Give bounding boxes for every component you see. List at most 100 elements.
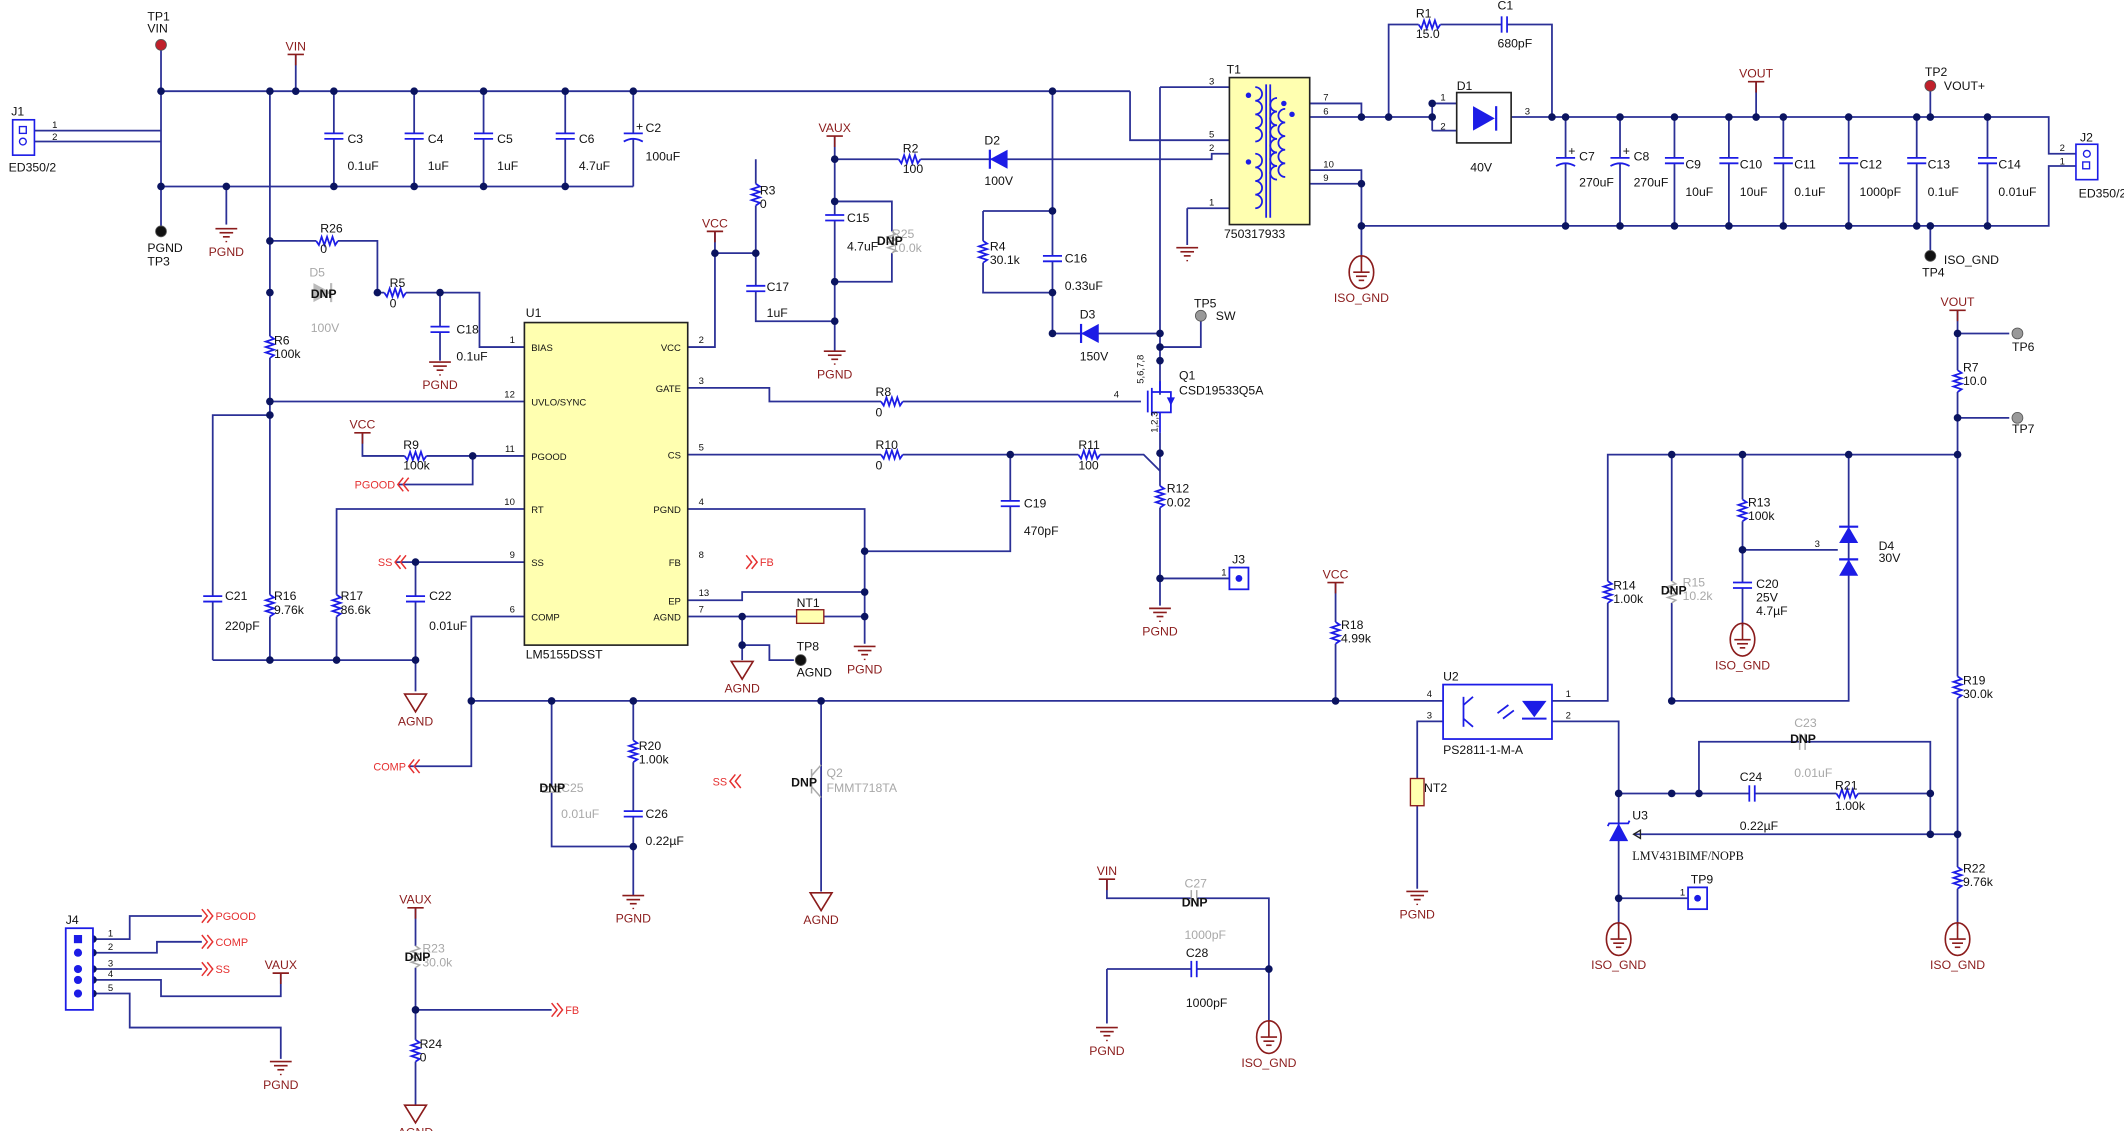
ref-label: C19 (1024, 497, 1047, 511)
value-label: 4.7µF (1756, 604, 1788, 618)
vaux-power-flag: VAUX (399, 893, 432, 919)
value-label: 0.1uF (1928, 185, 1959, 199)
value-label: 0 (876, 459, 883, 473)
value-label: 10.0 (1963, 374, 1987, 388)
ref-label: U2 (1443, 670, 1459, 684)
ref-label: R1 (1416, 7, 1432, 21)
capacitor-c24: C24 (1740, 770, 1762, 802)
pin-number: 1 (510, 335, 515, 346)
test-point-tp6[interactable]: TP6 (2011, 327, 2035, 354)
comp-offpage-connector[interactable]: COMP (373, 758, 421, 774)
junction-dot (373, 288, 382, 297)
pgnd-ground-symbol: PGND (422, 361, 458, 392)
junction-dot (1953, 414, 1962, 422)
value-label: 10.2k (1683, 589, 1714, 603)
pgood-offpage-connector[interactable]: PGOOD (355, 477, 410, 492)
ref-label: TP3 (147, 254, 170, 268)
junction-dot (1614, 894, 1623, 903)
pgnd-label: PGND (263, 1078, 299, 1092)
wire (1051, 91, 1160, 335)
value-label: 220pF (225, 619, 260, 633)
test-point-tp7[interactable]: TP7 (2011, 411, 2035, 436)
junction-dot (1725, 113, 1733, 121)
junction-dot (1561, 113, 1570, 121)
pgnd-ground-symbol: PGND (209, 227, 244, 259)
fb-offpage-connector[interactable]: FB (745, 554, 774, 570)
value-label: 1000pF (1184, 928, 1226, 942)
value-label: 30.0k (1963, 687, 1994, 701)
pin-number: 1 (52, 120, 57, 131)
vin-power-flag: VIN (1097, 864, 1117, 891)
resistor-r3: R30 (748, 183, 776, 211)
value-label: 1uF (428, 159, 449, 173)
pgood-offpage-connector[interactable]: PGOOD (201, 908, 256, 924)
ss-offpage-connector[interactable]: SS (378, 554, 407, 570)
junction-dot (1667, 697, 1676, 705)
ref-label: J4 (66, 913, 79, 927)
junction-dot (561, 182, 570, 191)
value-label: 100k (403, 459, 430, 473)
iso-gnd-label: ISO_GND (1241, 1056, 1296, 1070)
junction-dot (266, 656, 274, 664)
ref-label: TP5 (1194, 297, 1217, 311)
iso-gnd-earth-symbol: ISO_GND (1715, 622, 1770, 673)
agnd-label: AGND (398, 1125, 434, 1131)
ref-label: R13 (1748, 495, 1771, 509)
junction-dot (330, 87, 338, 95)
wire (397, 455, 474, 486)
junction-dot (1953, 830, 1962, 839)
pin-number: 3 (1427, 711, 1432, 722)
pin-number: 1,2,3 (1149, 412, 1160, 433)
pin-name: COMP (531, 613, 560, 624)
dnp-label: DNP (1661, 584, 1687, 598)
iso-gnd-earth-symbol: ISO_GND (1591, 921, 1646, 972)
agnd-label: AGND (398, 714, 434, 728)
pin-number: 11 (505, 444, 515, 455)
polarity-mark: + (636, 120, 643, 134)
comp-offpage-connector[interactable]: COMP (201, 934, 248, 950)
fb-offpage-connector[interactable]: FB (551, 1002, 580, 1018)
pin-number: 5 (108, 983, 113, 994)
iso-gnd-label: ISO_GND (1334, 291, 1389, 305)
value-label: SW (1216, 309, 1236, 323)
pgnd-ground-symbol: PGND (263, 1060, 299, 1092)
pin-name: CS (668, 451, 681, 462)
pin-number: 13 (699, 588, 710, 599)
vaux-net-label: VAUX (819, 121, 851, 135)
junction-dot (711, 249, 719, 257)
ss-offpage-label: SS (215, 964, 230, 976)
junction-dot (1156, 574, 1164, 583)
wire (1698, 740, 1932, 835)
value-label: 1.00k (1835, 799, 1866, 813)
ss-offpage-label: SS (378, 557, 393, 569)
vout-power-flag: VOUT (1941, 295, 1975, 322)
iso-gnd-earth-symbol: ISO_GND (1334, 255, 1389, 305)
junction-dot (751, 249, 760, 257)
junction-dot (1614, 789, 1623, 798)
ss-offpage-connector[interactable]: SS (713, 773, 742, 789)
ic-u1-lm5155: U1LM5155DSSTBIAS1UVLO/SYNC12PGOOD11RT10S… (504, 306, 709, 662)
ss-offpage-connector[interactable]: SS (201, 961, 230, 977)
pin-number: 10 (1323, 159, 1334, 170)
connector-j3[interactable]: J31 (1221, 552, 1250, 591)
junction-dot (830, 317, 839, 326)
